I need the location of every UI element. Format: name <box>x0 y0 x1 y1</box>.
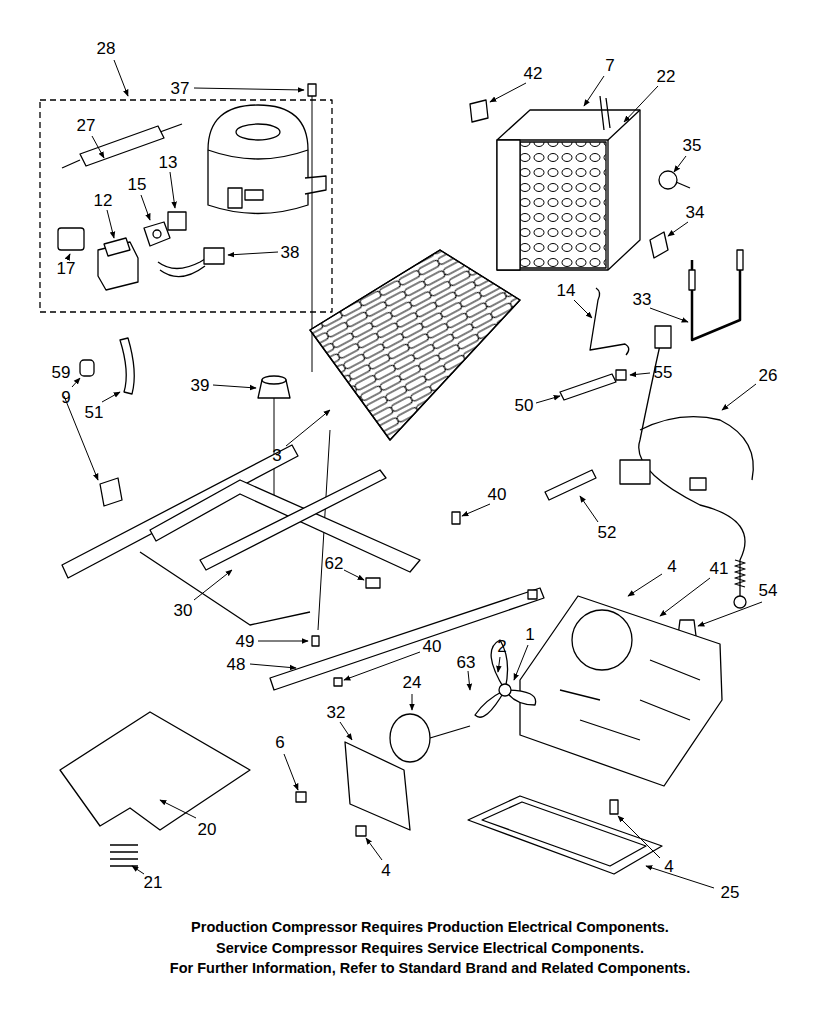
callout-number: 13 <box>159 154 178 171</box>
callout-number: 4 <box>667 558 676 575</box>
note-text: For Further Information, Refer to Standa… <box>170 961 690 976</box>
callout-number: 7 <box>605 57 614 74</box>
callout-number: 1 <box>525 626 534 643</box>
callout-number: 17 <box>57 260 76 277</box>
callout-number: 40 <box>423 638 442 655</box>
callout-number: 49 <box>236 633 255 650</box>
callout-number: 51 <box>85 404 104 421</box>
callout-number: 21 <box>144 874 163 891</box>
callout-number: 34 <box>686 204 705 221</box>
callout-number: 20 <box>198 821 217 838</box>
callout-number: 55 <box>654 364 673 381</box>
callout-number: 37 <box>171 80 190 97</box>
callout-number: 14 <box>557 282 576 299</box>
callout-number: 33 <box>633 291 652 308</box>
note-text: Production Compressor Requires Productio… <box>191 920 669 935</box>
callout-number: 6 <box>275 734 284 751</box>
callout-number: 40 <box>488 486 507 503</box>
callout-number: 52 <box>598 524 617 541</box>
callout-number: 62 <box>325 555 344 572</box>
callout-number: 35 <box>683 137 702 154</box>
callout-number: 63 <box>457 654 476 671</box>
callout-number: 54 <box>759 582 778 599</box>
callout-number: 27 <box>77 117 96 134</box>
callout-number: 39 <box>191 377 210 394</box>
callout-number: 30 <box>174 602 193 619</box>
callout-number: 26 <box>759 367 778 384</box>
callout-number: 28 <box>97 40 116 57</box>
callout-number: 2 <box>497 638 506 655</box>
callout-number: 48 <box>227 656 246 673</box>
callout-number: 41 <box>710 560 729 577</box>
callout-number: 32 <box>327 704 346 721</box>
callout-number: 22 <box>657 68 676 85</box>
callout-number: 4 <box>664 858 673 875</box>
callout-number: 25 <box>721 884 740 901</box>
callout-number: 24 <box>403 674 422 691</box>
callout-number: 4 <box>381 862 390 879</box>
callout-number: 9 <box>61 389 70 406</box>
callout-number: 15 <box>128 176 147 193</box>
note-text: Service Compressor Requires Service Elec… <box>216 941 644 956</box>
callout-number: 50 <box>515 397 534 414</box>
callout-number: 38 <box>281 244 300 261</box>
callout-number: 12 <box>94 192 113 209</box>
callout-number: 3 <box>272 447 281 464</box>
callout-number: 42 <box>524 65 543 82</box>
callout-number: 59 <box>52 364 71 381</box>
